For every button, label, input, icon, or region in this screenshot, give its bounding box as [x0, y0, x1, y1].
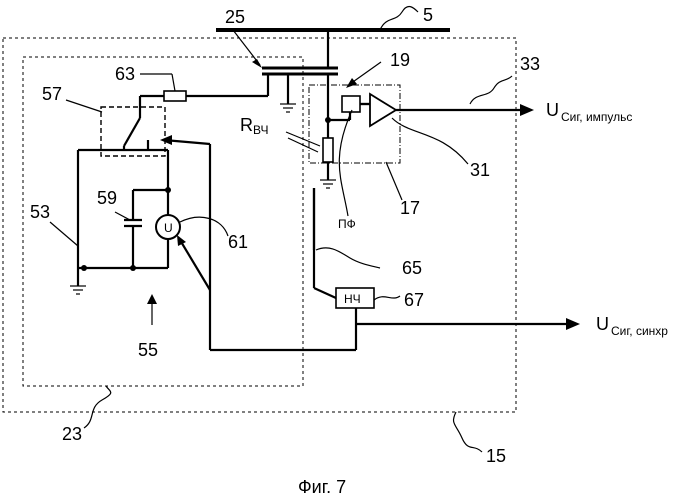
- label-61: 61: [228, 232, 248, 252]
- arrow-to-switch: [160, 135, 172, 145]
- leader-5: [380, 7, 418, 30]
- label-57: 57: [42, 84, 62, 104]
- leader-17: [386, 162, 402, 200]
- label-15: 15: [486, 446, 506, 466]
- amplifier-31: [370, 94, 396, 126]
- bandpass-filter-box: [342, 96, 360, 112]
- pulse-output-arrow: [520, 104, 534, 116]
- label-53: 53: [30, 202, 50, 222]
- u-pulse-label: UСиг, импульс: [546, 100, 632, 124]
- label-pf: ПФ: [338, 217, 356, 231]
- arrow-25: [252, 59, 262, 68]
- frame-15: [3, 38, 516, 412]
- label-65: 65: [402, 258, 422, 278]
- leader-53: [50, 222, 78, 246]
- leader-63-down: [172, 74, 175, 91]
- label-59: 59: [97, 188, 117, 208]
- label-19: 19: [390, 50, 410, 70]
- leader-67: [374, 296, 400, 300]
- label-rhf: RВЧ: [240, 115, 268, 137]
- sync-output-arrow: [566, 318, 580, 330]
- label-23: 23: [62, 424, 82, 444]
- label-67: 67: [404, 290, 424, 310]
- resistor-rhf: [323, 138, 333, 162]
- leader-15: [454, 412, 482, 452]
- leader-31: [392, 118, 468, 164]
- label-63: 63: [115, 64, 135, 84]
- leader-23: [84, 386, 111, 428]
- wire-to-lpf: [314, 288, 336, 298]
- label-lf: НЧ: [344, 292, 361, 306]
- leader-61: [180, 217, 228, 236]
- figure-caption: Фиг. 7: [298, 477, 346, 497]
- label-55: 55: [138, 340, 158, 360]
- leader-57: [66, 100, 102, 112]
- node-left: [81, 265, 87, 271]
- control-line-to-source: [180, 240, 210, 290]
- label-31: 31: [470, 160, 490, 180]
- switch-57-blade: [124, 118, 140, 146]
- label-5: 5: [423, 5, 433, 25]
- voltage-source-label: U: [164, 221, 173, 235]
- label-25: 25: [225, 7, 245, 27]
- resistor-63: [164, 91, 186, 101]
- leader-33: [470, 76, 512, 104]
- label-17: 17: [400, 198, 420, 218]
- u-sync-label: UСиг, синхр: [596, 314, 668, 338]
- leader-59: [115, 212, 130, 220]
- arrow-55: [147, 294, 157, 304]
- leader-65: [316, 248, 380, 268]
- label-33: 33: [520, 54, 540, 74]
- leader-19: [350, 62, 381, 84]
